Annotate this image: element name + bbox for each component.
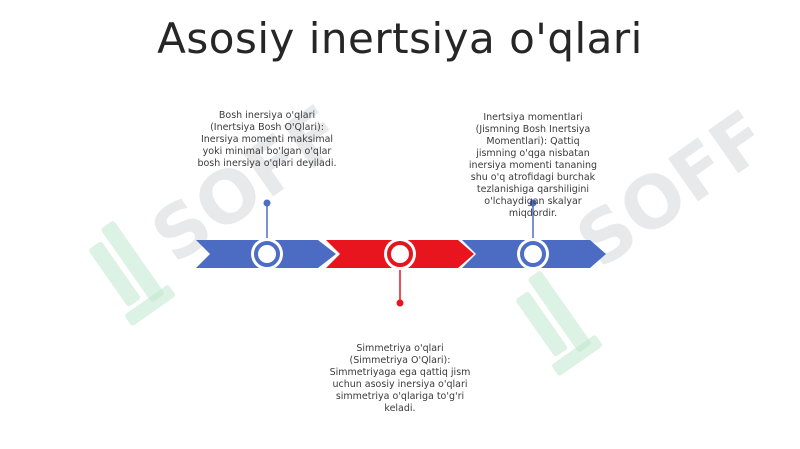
item-3-description: Inertsiya momentlari (Jismning Bosh Iner… [468,112,598,219]
node-1-ring [254,241,280,267]
page-title: Asosiy inertsiya o'qlari [157,14,643,63]
item-2-description: Simmetriya o'qlari (Simmetriya O'Qlari):… [329,343,471,414]
node-2-ring [387,241,413,267]
item-1-description: Bosh inersiya o'qlari (Inertsiya Bosh O'… [197,110,337,169]
node-3-ring [520,241,546,267]
connector-3-dot [529,199,537,207]
connector-1-dot [263,199,271,207]
connector-2-dot [396,299,404,307]
